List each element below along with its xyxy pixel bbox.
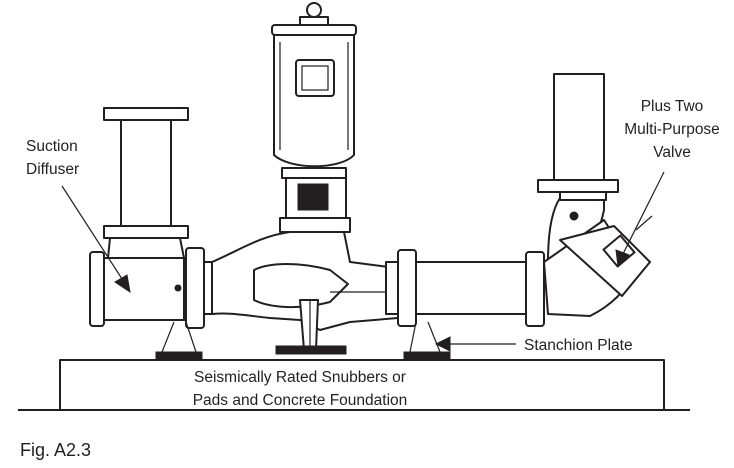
- discharge-pipe: [415, 261, 529, 315]
- stanchion-center: [275, 345, 347, 355]
- suction-flange: [185, 247, 215, 329]
- suction-diffuser-label-line2: Diffuser: [26, 161, 79, 178]
- suction-pipe: [103, 107, 189, 239]
- stanchion-plate-arrow: [434, 336, 516, 352]
- suction-diffuser-arrow: [61, 185, 131, 294]
- discharge-flange: [385, 249, 417, 327]
- valve-arrow: [615, 171, 665, 268]
- figure-caption: Fig. A2.3: [20, 440, 91, 460]
- concrete-foundation: [59, 359, 665, 411]
- stanchion-plate-label: Stanchion Plate: [524, 337, 633, 354]
- discharge-riser: [537, 73, 619, 201]
- valve-label-line1: Plus Two: [641, 98, 704, 115]
- valve-label-line3: Valve: [653, 144, 691, 161]
- stanchion-right: [403, 321, 451, 361]
- stanchion-left: [155, 321, 203, 361]
- multi-purpose-valve: [543, 197, 653, 317]
- pump-casing: [211, 231, 399, 351]
- suction-diffuser-label-line1: Suction: [26, 138, 78, 155]
- motor: [271, 2, 357, 233]
- valve-inlet-flange: [525, 251, 545, 327]
- suction-diffuser: [89, 237, 191, 327]
- valve-label-line2: Multi-Purpose: [624, 121, 720, 138]
- foundation-label-line2: Pads and Concrete Foundation: [193, 392, 408, 409]
- foundation-label-line1: Seismically Rated Snubbers or: [194, 369, 406, 386]
